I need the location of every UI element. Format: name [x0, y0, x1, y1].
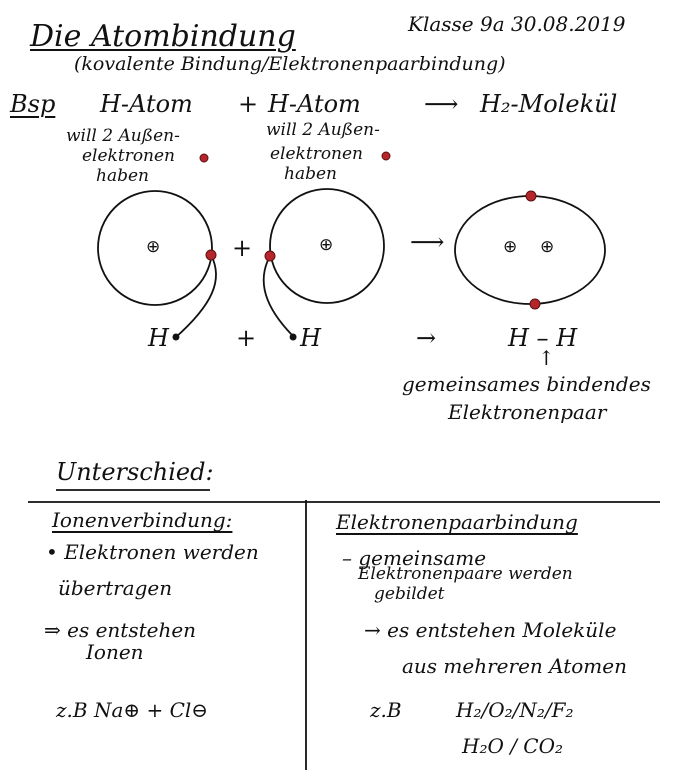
left-line1: • Elektronen werden: [46, 540, 259, 564]
nucleus-atom1: ⊕: [146, 237, 161, 256]
note1-line2: elektronen: [82, 146, 176, 166]
page-title: Die Atombindung: [30, 19, 296, 54]
electron-note1: [199, 153, 209, 163]
lead-line-left: [174, 254, 217, 339]
right-line3: gebildet: [374, 584, 445, 604]
note1-line1: will 2 Außen-: [66, 126, 180, 146]
page-subtitle: (kovalente Bindung/Elektronenpaarbindung…: [74, 53, 506, 75]
left-line3: ⇒ es entstehen: [44, 618, 197, 642]
atom1-label: H-Atom: [100, 90, 193, 118]
right-line5: aus mehreren Atomen: [402, 654, 627, 678]
note2-line3: haben: [284, 164, 337, 184]
formula-right: •H: [286, 324, 322, 352]
electron-atom2: [264, 250, 276, 262]
molecule-shell: [454, 195, 606, 305]
comparison-heading: Unterschied:: [56, 458, 214, 486]
note2-line1: will 2 Außen-: [266, 120, 380, 140]
left-example: z.B Na⊕ + Cl⊖: [56, 698, 209, 722]
atom2-label: H-Atom: [268, 90, 361, 118]
plus-label: +: [238, 90, 259, 118]
electron-molecule-bottom: [529, 298, 541, 310]
right-example-label: z.B: [370, 698, 402, 722]
caption-line1: gemeinsames bindendes: [402, 372, 651, 396]
electron-molecule-top: [525, 190, 537, 202]
caption-up-arrow: ↑: [538, 346, 555, 370]
right-line2: Elektronenpaare werden: [358, 564, 573, 584]
formula-product: H – H: [508, 324, 578, 352]
electron-note2: [381, 151, 391, 161]
right-example2: H₂O / CO₂: [462, 734, 564, 758]
right-line1: – gemeinsame: [342, 546, 487, 570]
nucleus-molecule-1: ⊕: [503, 237, 518, 256]
left-line2: übertragen: [58, 576, 173, 600]
diagram-arrow: ⟶: [410, 228, 445, 256]
formula-left: H•: [148, 324, 184, 352]
right-example1: H₂/O₂/N₂/F₂: [456, 698, 574, 722]
nucleus-molecule-2: ⊕: [540, 237, 555, 256]
lead-line-right: [262, 255, 293, 336]
atom-shell-2: [269, 188, 385, 304]
molecule-label: H₂-Molekül: [480, 90, 618, 118]
formula-plus: +: [236, 324, 257, 352]
formula-arrow: →: [416, 324, 437, 352]
right-line4: → es entstehen Moleküle: [364, 618, 617, 642]
electron-atom1: [205, 249, 217, 261]
left-line4: Ionen: [86, 640, 144, 664]
left-column-header: Ionenverbindung:: [52, 508, 233, 532]
class-date: Klasse 9a 30.08.2019: [408, 12, 626, 36]
right-column-header: Elektronenpaarbindung: [336, 510, 578, 534]
diagram-plus: +: [232, 234, 253, 262]
nucleus-atom2: ⊕: [319, 235, 334, 254]
caption-line2: Elektronenpaar: [448, 400, 607, 424]
note2-line2: elektronen: [270, 144, 364, 164]
atom-shell-1: [97, 190, 213, 306]
example-label: Bsp: [10, 90, 56, 118]
note1-line3: haben: [96, 166, 149, 186]
reaction-arrow: ⟶: [424, 90, 459, 118]
